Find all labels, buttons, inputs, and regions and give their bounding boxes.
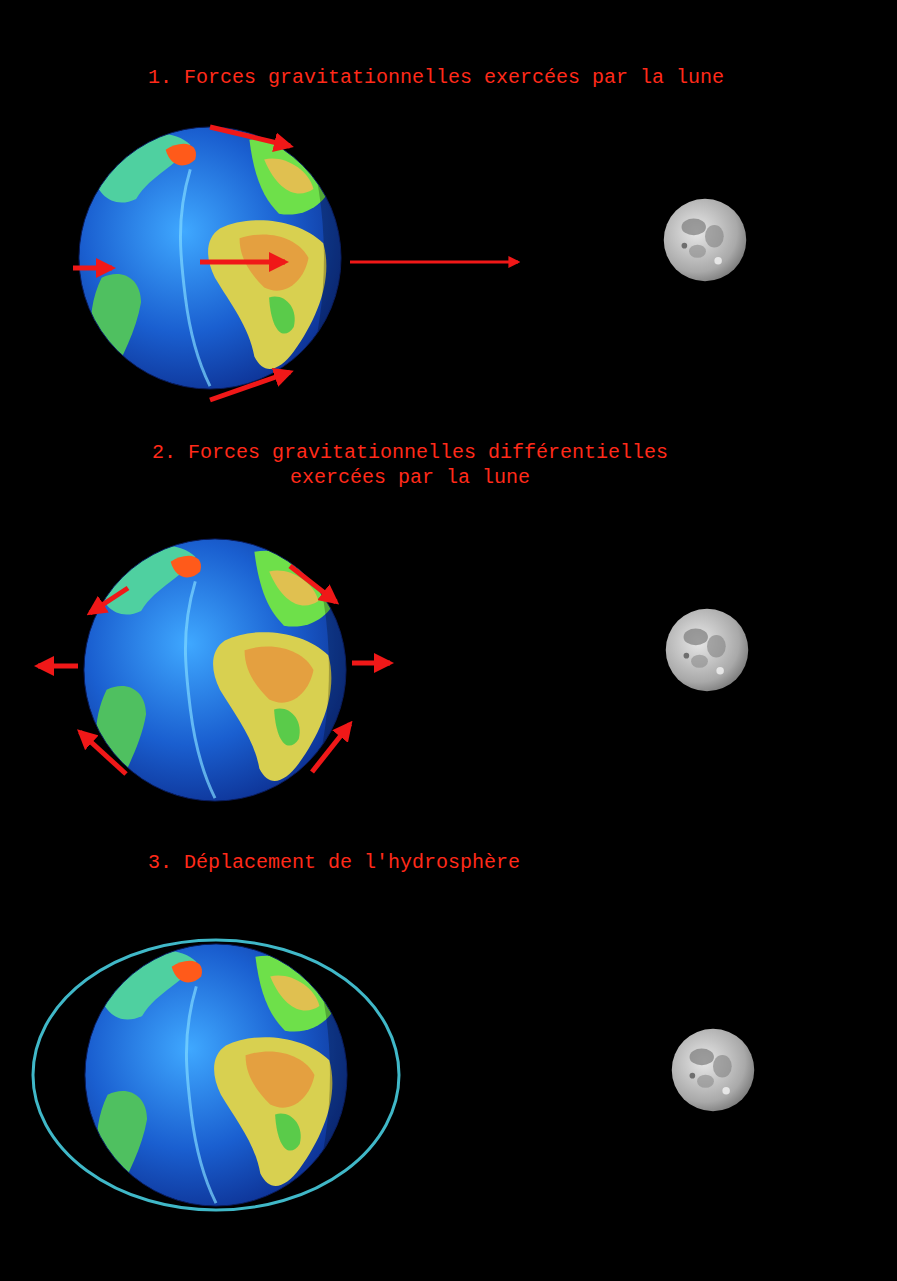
moon xyxy=(664,199,747,282)
force-arrows xyxy=(73,127,518,400)
panel-heading: 3. Déplacement de l'hydrosphère xyxy=(148,850,568,875)
panel-heading: 2. Forces gravitationnelles différentiel… xyxy=(140,440,680,490)
earth-globe xyxy=(84,539,353,801)
hydrosphere-bulge xyxy=(33,940,399,1210)
earth-globe xyxy=(85,944,354,1206)
differential-force-arrows xyxy=(38,566,390,774)
moon xyxy=(672,1029,755,1112)
moon xyxy=(666,609,749,692)
panel-heading: 1. Forces gravitationnelles exercées par… xyxy=(148,65,748,90)
earth-globe xyxy=(79,127,348,389)
